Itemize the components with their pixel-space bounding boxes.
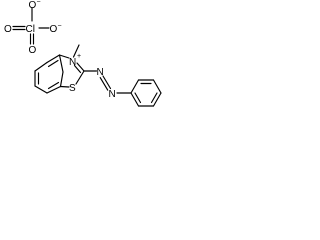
benzo-inner-2 (47, 81, 60, 90)
o-bottom-label: O (29, 45, 37, 56)
benzo-bond-5 (34, 85, 48, 94)
azo-double-bond-2 (99, 77, 109, 91)
benzo-bond-4 (46, 85, 62, 94)
phenyl-bond-3 (152, 79, 162, 94)
thiazole-c3a-n (58, 54, 70, 59)
sulfur-label: S (69, 83, 76, 94)
o-right-charge: − (58, 23, 62, 30)
o-top-label: O (29, 0, 37, 11)
benzo-bond-7 (34, 61, 48, 72)
phenyl-bond-1 (130, 79, 140, 94)
phenyl-bond-6 (130, 92, 140, 107)
perchlorate-anion: O − O Cl O − O (4, 0, 62, 56)
thiazole-s-c7a (59, 85, 70, 88)
azo-n2-label: N (109, 89, 116, 100)
n-plus-charge: + (77, 53, 81, 60)
benzo-bond-1 (46, 54, 61, 64)
chemical-structure-diagram: O − O Cl O − O (4, 0, 162, 107)
phenyl-bond-4 (152, 92, 162, 107)
o-right-label: O (50, 24, 58, 35)
azo-n1-label: N (97, 67, 104, 78)
methyl-bond (72, 44, 80, 58)
benzo-bond-2 (58, 54, 64, 73)
benzo-inner-1 (47, 59, 59, 68)
azo-double-bond-1 (102, 75, 112, 90)
o-left-label: O (4, 24, 12, 35)
benzo-bond-3 (59, 71, 64, 88)
thiazole-n-c2-1 (76, 62, 85, 72)
o-top-charge: − (37, 0, 41, 6)
benzothiazolium-cation: N + S N N (34, 44, 162, 107)
phenyl-inner-3 (134, 92, 142, 104)
cl-label: Cl (26, 24, 35, 35)
n-plus-label: N (69, 57, 76, 68)
thiazole-n-c2-2 (73, 64, 82, 74)
thiazole-c2-s (75, 70, 85, 85)
phenyl-inner-2 (150, 92, 158, 104)
